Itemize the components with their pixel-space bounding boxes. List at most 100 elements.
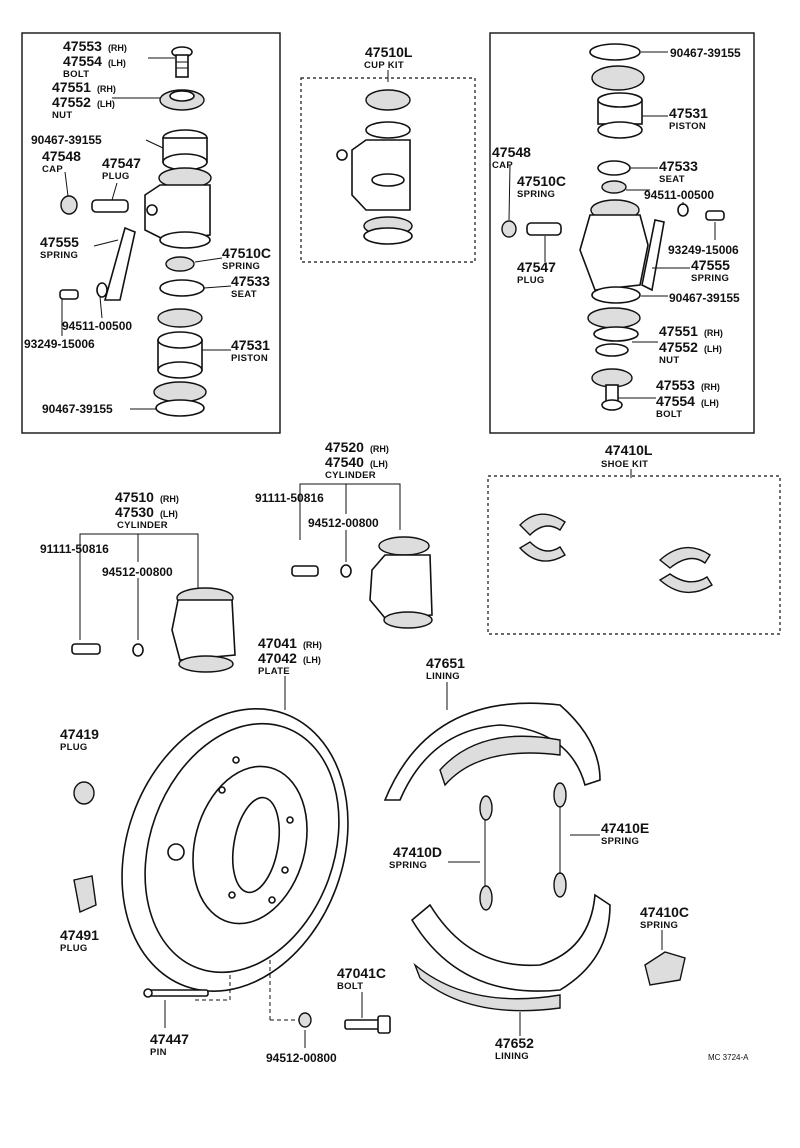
plate-47041: 47041(RH) bbox=[258, 635, 322, 651]
left-spring-label: SPRING bbox=[40, 250, 78, 261]
left-screw-93249: 93249-15006 bbox=[24, 337, 95, 351]
right-bolt-label: BOLT bbox=[656, 409, 682, 420]
right-seat-47533: 47533 bbox=[659, 158, 698, 174]
right-spring-47555-label: SPRING bbox=[691, 273, 729, 284]
left-cylinder-assembly bbox=[71, 587, 236, 673]
left-piston-part bbox=[157, 308, 203, 379]
spring-47410d: 47410D bbox=[393, 844, 442, 860]
bolt-47041c: 47041C bbox=[337, 965, 386, 981]
bolt-91111-right: 91111-50816 bbox=[255, 491, 324, 505]
left-nut-label: NUT bbox=[52, 110, 72, 121]
right-bolt-part bbox=[601, 384, 623, 411]
right-plug-47547: 47547 bbox=[517, 259, 556, 275]
lining-47651: 47651 bbox=[426, 655, 465, 671]
left-spring-part bbox=[103, 226, 136, 301]
cup-kit-label: CUP KIT bbox=[364, 60, 404, 71]
right-wheel-cylinder-box bbox=[489, 32, 755, 434]
bolt-47041c-part bbox=[344, 1015, 391, 1034]
right-ring-lower bbox=[587, 307, 641, 342]
right-cap-47548: 47548 bbox=[492, 144, 531, 160]
left-ring-90467-bottom: 90467-39155 bbox=[42, 402, 113, 416]
plug-47419: 47419 bbox=[60, 726, 99, 742]
right-piston-part bbox=[591, 65, 645, 139]
left-spring-47510c-label: SPRING bbox=[222, 261, 260, 272]
right-spring-small bbox=[601, 180, 627, 194]
backing-plate bbox=[121, 708, 349, 992]
bolt-91111-left: 91111-50816 bbox=[40, 542, 109, 556]
shoe-kit-box bbox=[487, 475, 781, 635]
right-ring-top bbox=[589, 43, 641, 61]
right-spring-47510c: 47510C bbox=[517, 173, 566, 189]
right-cylinder-assembly bbox=[291, 536, 433, 629]
right-screw-93249: 93249-15006 bbox=[668, 243, 739, 257]
right-screw-part bbox=[705, 210, 725, 221]
spring-47410e: 47410E bbox=[601, 820, 649, 836]
left-plug-part bbox=[91, 199, 129, 213]
diagram-code: MC 3724-A bbox=[708, 1053, 749, 1062]
right-washer-94511: 94511-00500 bbox=[644, 188, 714, 202]
cyl-47540-label: CYLINDER bbox=[325, 470, 376, 481]
return-springs bbox=[479, 782, 567, 911]
left-bolt-47554: 47554(LH) bbox=[63, 53, 126, 69]
shoe-kit-47410l: 47410L bbox=[605, 442, 653, 458]
left-seat-part bbox=[159, 279, 205, 297]
left-plug-label: PLUG bbox=[102, 171, 130, 182]
left-ring-bottom bbox=[153, 381, 207, 417]
right-washer-part bbox=[677, 203, 689, 217]
left-piston-47531: 47531 bbox=[231, 337, 270, 353]
spring-47410e-label: SPRING bbox=[601, 836, 639, 847]
cyl-47540: 47540(LH) bbox=[325, 454, 388, 470]
cyl-47510: 47510(RH) bbox=[115, 489, 179, 505]
left-cap-part bbox=[60, 195, 78, 215]
right-spring-47510c-label: SPRING bbox=[517, 189, 555, 200]
spring-47410c-part bbox=[644, 951, 686, 986]
left-nut-part bbox=[159, 89, 205, 111]
upper-brake-shoe bbox=[383, 702, 601, 801]
washer-94512-bottom-part bbox=[298, 1012, 312, 1028]
lining-47651-label: LINING bbox=[426, 671, 460, 682]
left-screw-part bbox=[59, 289, 79, 300]
lining-47652: 47652 bbox=[495, 1035, 534, 1051]
right-spring-47555: 47555 bbox=[691, 257, 730, 273]
right-nut-label: NUT bbox=[659, 355, 679, 366]
cyl-47520: 47520(RH) bbox=[325, 439, 389, 455]
plug-47491: 47491 bbox=[60, 927, 99, 943]
left-nut-47551: 47551(RH) bbox=[52, 79, 116, 95]
left-cap-label: CAP bbox=[42, 164, 63, 175]
left-washer-94511: 94511-00500 bbox=[62, 319, 132, 333]
left-bolt-47553: 47553(RH) bbox=[63, 38, 127, 54]
right-ring-90467-bottom: 90467-39155 bbox=[669, 291, 740, 305]
spring-47410c-label: SPRING bbox=[640, 920, 678, 931]
right-nut-47551: 47551(RH) bbox=[659, 323, 723, 339]
left-plug-47547: 47547 bbox=[102, 155, 141, 171]
left-seat-47533: 47533 bbox=[231, 273, 270, 289]
spring-47410d-label: SPRING bbox=[389, 860, 427, 871]
cyl-47530-label: CYLINDER bbox=[117, 520, 168, 531]
plug-47419-part bbox=[73, 781, 95, 805]
left-cap-47548: 47548 bbox=[42, 148, 81, 164]
bolt-47041c-label: BOLT bbox=[337, 981, 363, 992]
right-plug-part bbox=[526, 222, 562, 236]
right-cap-part bbox=[501, 220, 517, 238]
right-nut-part bbox=[591, 343, 633, 388]
left-spring-47510c: 47510C bbox=[222, 245, 271, 261]
right-seat-part bbox=[597, 160, 631, 176]
plate-47042: 47042(LH) bbox=[258, 650, 321, 666]
left-cylinder-upper bbox=[144, 129, 212, 249]
plug-47491-part bbox=[73, 875, 97, 913]
plate-label: PLATE bbox=[258, 666, 290, 677]
left-washer-part bbox=[96, 282, 108, 298]
pin-47447-part bbox=[143, 988, 209, 998]
left-spring-small bbox=[165, 256, 195, 272]
left-seat-label: SEAT bbox=[231, 289, 257, 300]
left-ring-90467-top: 90467-39155 bbox=[31, 133, 102, 147]
left-bolt-part bbox=[171, 46, 193, 78]
washer-94512-right: 94512-00800 bbox=[308, 516, 379, 530]
right-cap-label: CAP bbox=[492, 160, 513, 171]
right-spring-part bbox=[641, 219, 665, 292]
washer-94512-left: 94512-00800 bbox=[102, 565, 173, 579]
spring-47410c: 47410C bbox=[640, 904, 689, 920]
right-bolt-47554: 47554(LH) bbox=[656, 393, 719, 409]
cup-kit-parts bbox=[336, 89, 413, 245]
